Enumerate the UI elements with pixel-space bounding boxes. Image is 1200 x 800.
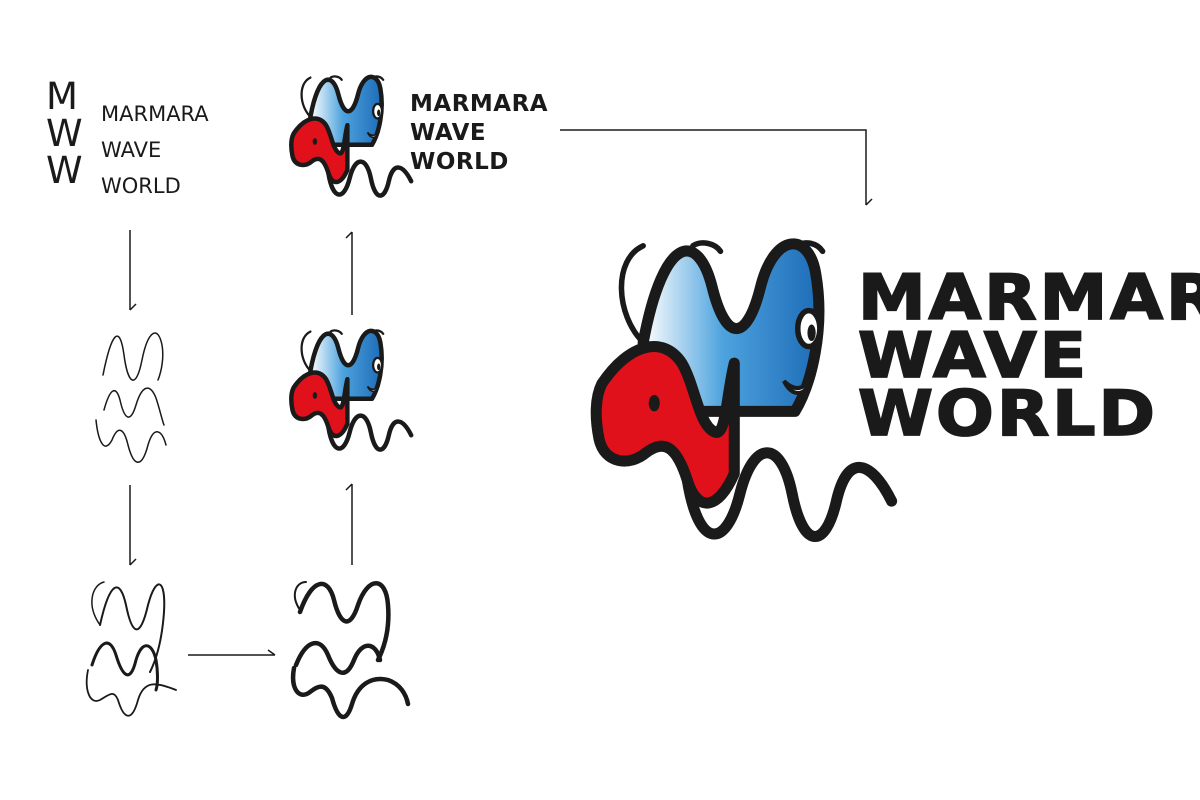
wordmark-line-3: WORLD xyxy=(101,174,181,198)
arrow-icon xyxy=(129,485,137,566)
arrow-icon xyxy=(560,129,873,206)
wave-mascot-icon xyxy=(291,330,411,449)
initial-w: W xyxy=(46,112,83,155)
arrow-icon xyxy=(188,649,276,656)
stacked-initials: M W W xyxy=(46,75,83,192)
arrow-icon xyxy=(345,483,353,565)
arrow-icon xyxy=(345,231,353,315)
wordmark-bold-small: MARMARA WAVE WORLD xyxy=(410,90,548,177)
wave-mascot-icon xyxy=(291,76,411,195)
wordmark-line-2: WAVE xyxy=(857,319,1090,393)
wordmark-line-3: WORLD xyxy=(410,149,509,175)
wordmark-bold-large: MARMARA WAVE WORLD xyxy=(857,261,1200,451)
wordmark-line-1: MARMARA xyxy=(410,91,549,117)
wordmark-line-1: MARMARA xyxy=(857,261,1200,335)
wave-sketch-icon xyxy=(85,581,177,717)
wave-mascot-icon xyxy=(596,243,891,537)
wordmark-line-3: WORLD xyxy=(857,377,1158,451)
wordmark-thin: MARMARA WAVE WORLD xyxy=(101,96,209,204)
wordmark-line-1: MARMARA xyxy=(101,102,209,126)
arrow-icon xyxy=(129,230,137,311)
initial-w-2: W xyxy=(46,149,83,192)
wordmark-line-2: WAVE xyxy=(101,138,162,162)
wave-sketch-icon xyxy=(290,581,411,719)
wave-sketch-icon xyxy=(95,332,167,463)
initial-m: M xyxy=(46,75,78,118)
wordmark-line-2: WAVE xyxy=(410,120,487,146)
